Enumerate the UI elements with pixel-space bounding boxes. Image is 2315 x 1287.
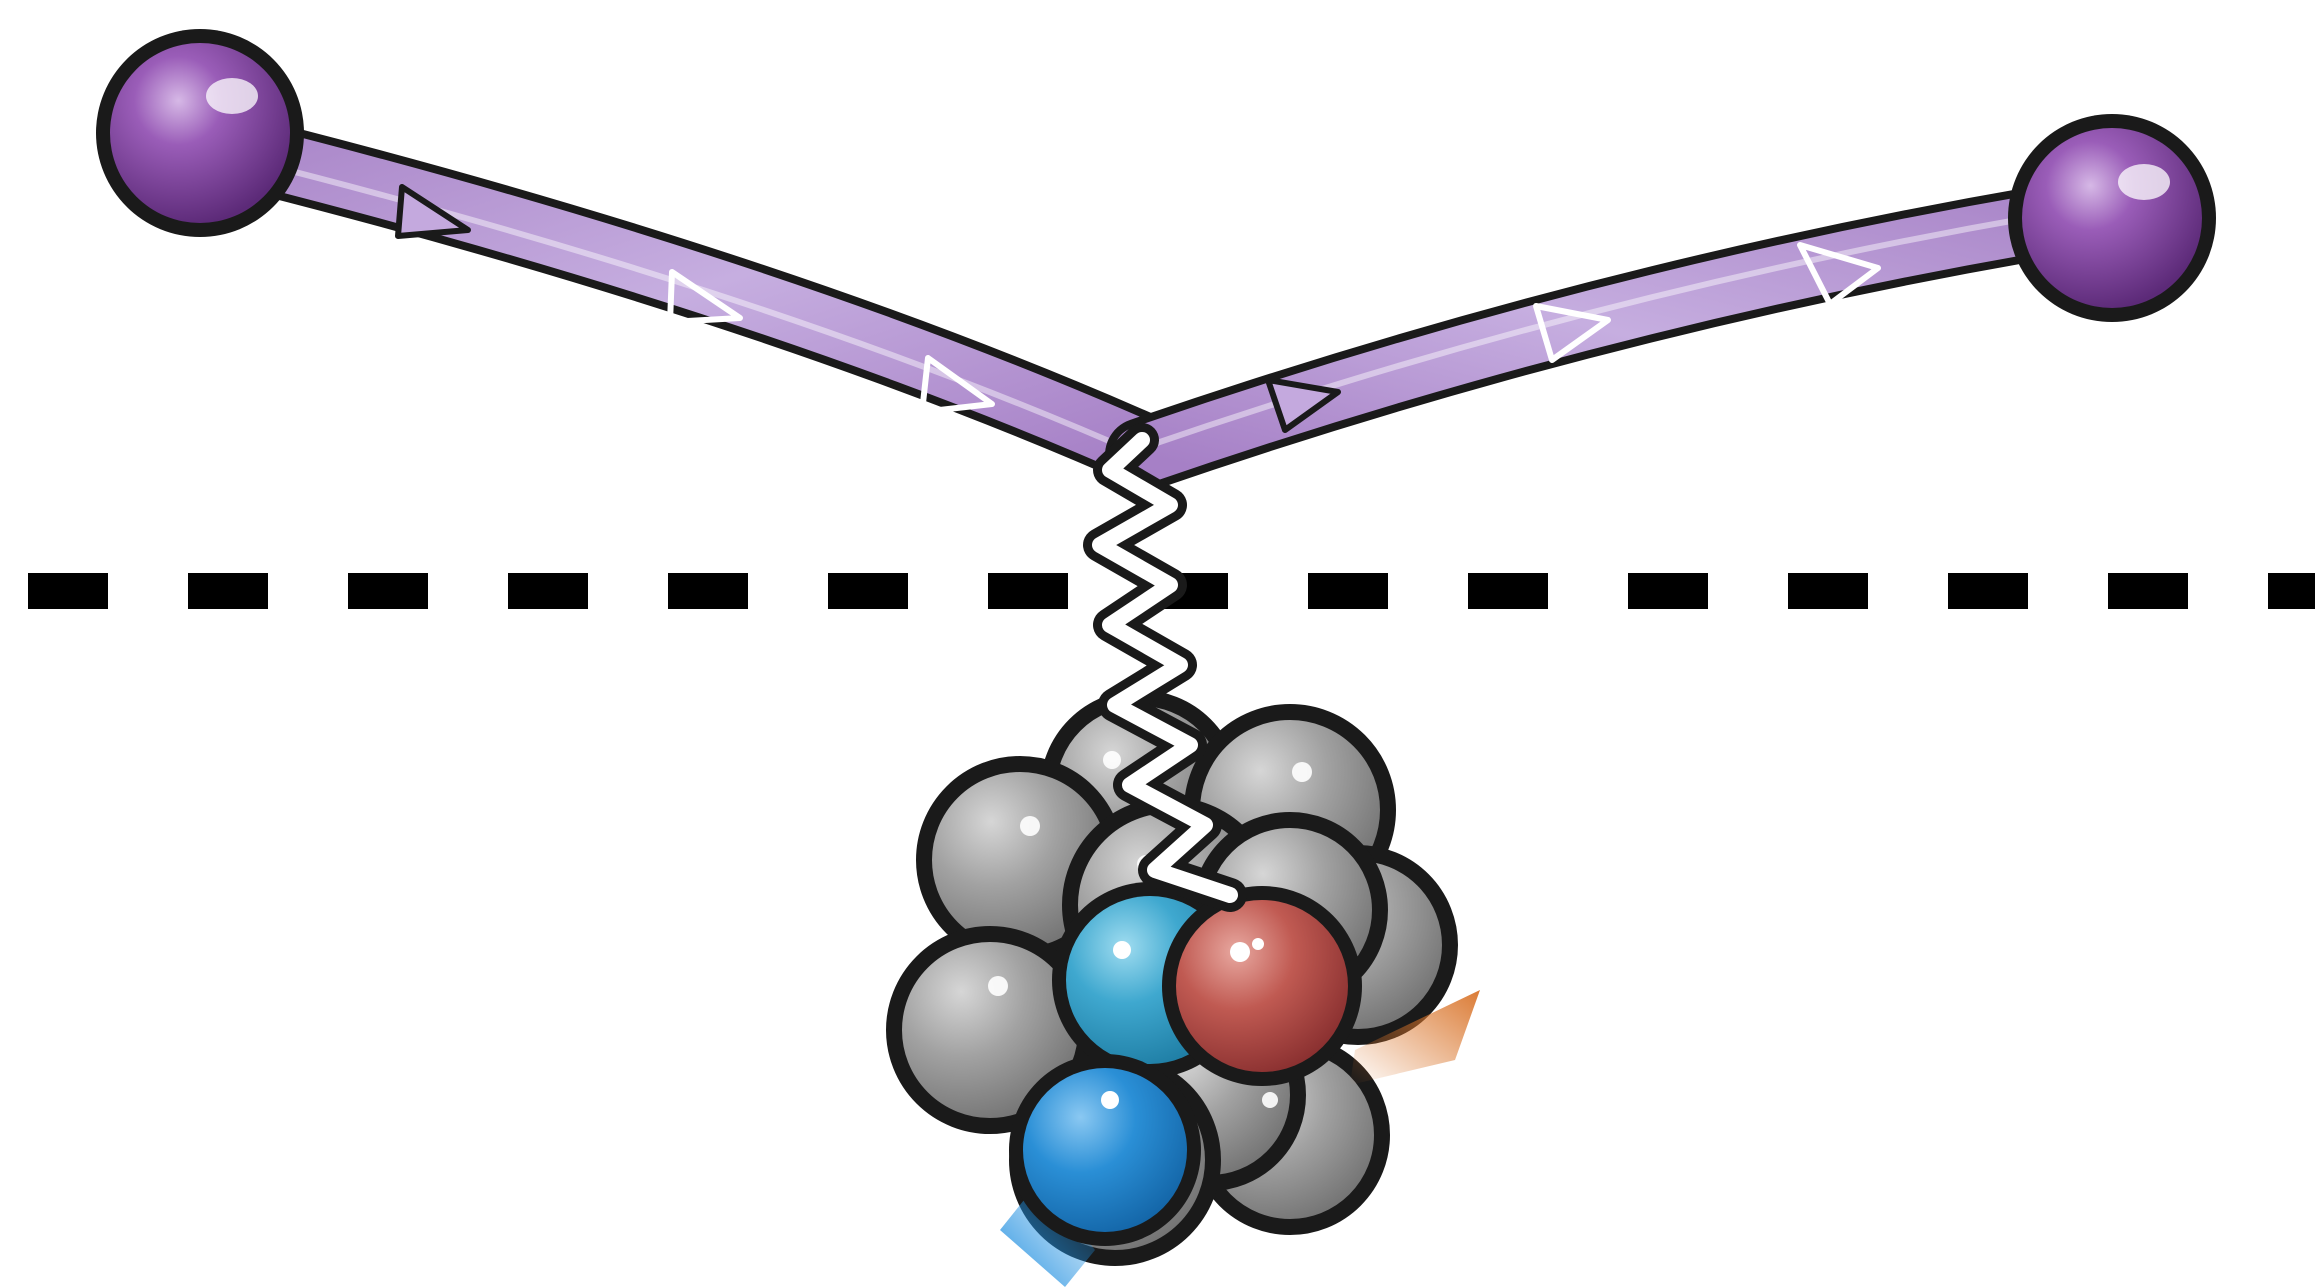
exchanged-photon-icon	[1083, 423, 1247, 912]
direction-arrow-icon	[395, 184, 1881, 433]
quark-red-icon	[1162, 886, 1362, 1086]
outgoing-lepton-sphere-icon	[2008, 114, 2216, 322]
jet-streaks	[1000, 990, 1480, 1287]
quark-blue-icon	[1009, 1054, 1201, 1246]
incoming-lepton-line	[163, 105, 1185, 489]
incoming-lepton-sphere-icon	[96, 29, 304, 237]
